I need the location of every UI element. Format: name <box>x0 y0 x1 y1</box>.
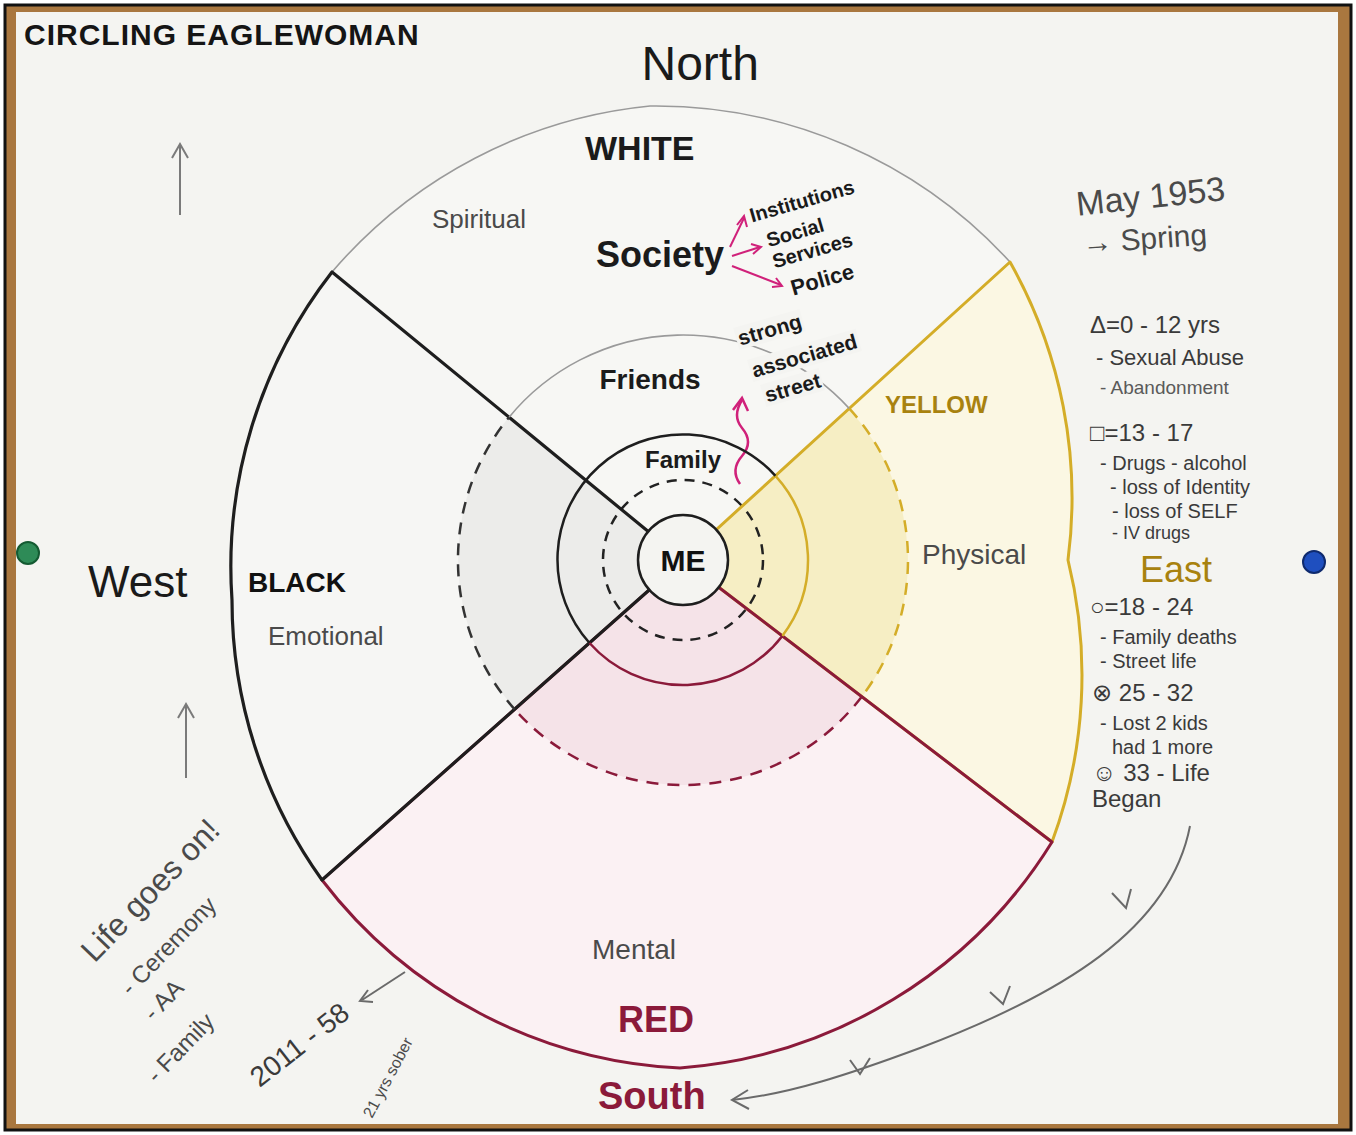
circle-label: Family <box>645 447 721 473</box>
diagram-title: CIRCLING EAGLEWOMAN <box>24 18 420 51</box>
ring-arc <box>557 434 775 643</box>
pink-arrow <box>730 218 744 247</box>
friends-circle: FriendsFamilyME <box>458 335 908 785</box>
timeline-note: - Abandonment <box>1100 378 1229 399</box>
arrow-head <box>360 990 373 1002</box>
push-pin <box>17 542 39 564</box>
ring-outline <box>638 515 728 605</box>
timeline-note: had 1 more <box>1112 736 1213 758</box>
dashed-ring <box>603 480 763 640</box>
timeline-note: - Street life <box>1100 650 1197 672</box>
pink-scribble <box>735 400 748 484</box>
circle-label: Friends <box>600 365 701 396</box>
arrow-head <box>1112 889 1131 908</box>
arrow-head <box>737 216 747 227</box>
west-sector: BLACK Emotional <box>225 265 690 890</box>
aspect-label: Mental <box>592 935 676 966</box>
color-label: WHITE <box>585 130 695 167</box>
outline <box>315 550 1065 1075</box>
timeline-note: - Family deaths <box>1100 626 1237 648</box>
ring-arc <box>515 697 862 785</box>
timeline-note: - Lost 2 kids <box>1100 712 1208 734</box>
arrow-head <box>772 278 782 287</box>
sector-outline <box>231 272 683 880</box>
ring-arc <box>590 636 783 685</box>
timeline-note: Δ=0 - 12 yrs <box>1090 312 1220 338</box>
sector-outline <box>332 106 1010 560</box>
pink-arrow <box>732 266 781 285</box>
arrow-head <box>178 704 194 718</box>
timeline-note: ○=18 - 24 <box>1090 594 1193 620</box>
arrow-head <box>172 144 188 158</box>
color-label: BLACK <box>248 568 346 599</box>
pencil-arrow <box>185 705 187 778</box>
pencil-arrow <box>179 145 181 215</box>
ring-arc <box>776 476 808 636</box>
timeline-note: - loss of Identity <box>1110 476 1250 498</box>
aspect-label: Emotional <box>268 622 384 651</box>
timeline-note: - IV drugs <box>1112 524 1190 544</box>
paper-sheet <box>16 12 1338 1124</box>
pencil-arrow <box>732 826 1190 1100</box>
sector-outline <box>683 262 1082 842</box>
arrow-head <box>732 1090 749 1109</box>
color-label: YELLOW <box>885 392 988 418</box>
arrow-head <box>751 244 761 254</box>
sector-outline <box>322 560 1052 1068</box>
arrow-head <box>850 1058 870 1074</box>
aspect-label: Physical <box>922 540 1026 571</box>
circle-label: Society <box>596 235 724 275</box>
sector-fill <box>231 272 683 880</box>
timeline-note: - loss of SELF <box>1112 500 1238 522</box>
north-sector: WHITE SpiritualSociety <box>320 95 1020 565</box>
ring-arc <box>458 417 515 709</box>
timeline-note: ⊗ 25 - 32 <box>1092 680 1194 706</box>
arrow-head <box>733 398 748 411</box>
timeline-note: - Sexual Abuse <box>1096 346 1244 370</box>
direction-label: North <box>642 38 759 91</box>
direction-label: South <box>598 1076 706 1118</box>
ring-arc <box>849 409 908 697</box>
aspect-label: Spiritual <box>432 205 526 234</box>
family-circle: FamilyME <box>558 435 808 685</box>
me-circle: ME <box>638 515 728 605</box>
timeline-note: □=13 - 17 <box>1090 420 1193 446</box>
cork-board <box>5 5 1351 1130</box>
pencil-arrow <box>362 972 405 1000</box>
arrow-head <box>990 986 1010 1004</box>
direction-label: West <box>88 558 187 606</box>
south-sector: MentalRED <box>315 550 1065 1075</box>
timeline-note: - Drugs - alcohol <box>1100 452 1247 474</box>
direction-label: East <box>1140 550 1212 590</box>
push-pin <box>1303 551 1325 573</box>
center-label: ME <box>661 544 706 577</box>
timeline-note: ☺ 33 - Life Began <box>1092 760 1257 813</box>
color-label: RED <box>618 1000 694 1040</box>
